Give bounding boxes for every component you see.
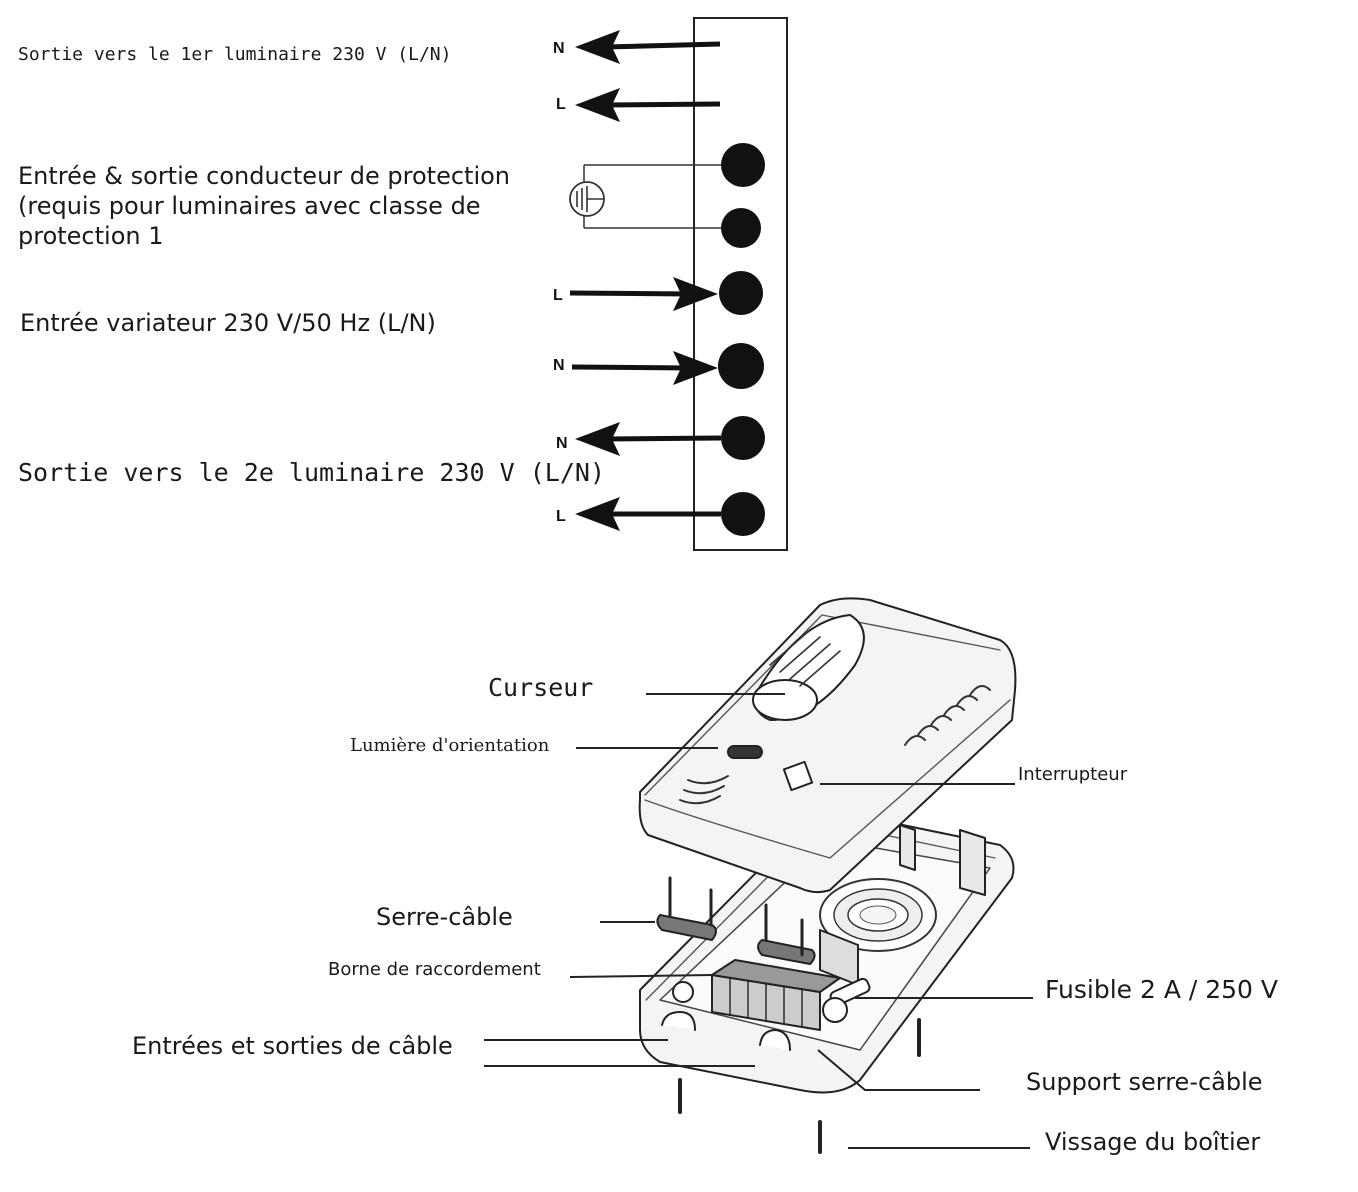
terminal-pe-2	[721, 208, 761, 248]
protection-label-line1: Entrée & sortie conducteur de protection	[18, 162, 510, 190]
leader-lines	[484, 693, 1033, 1149]
cable-clamp-label: Serre-câble	[376, 903, 513, 931]
out2-l-arrow	[575, 497, 721, 531]
out2-n-letter: N	[556, 435, 568, 452]
in-l-arrow	[569, 277, 718, 311]
protection-label-line3: protection 1	[18, 222, 164, 250]
input-label: Entrée variateur 230 V/50 Hz (L/N)	[20, 309, 436, 337]
housing-screws-label: Vissage du boîtier	[1045, 1128, 1261, 1156]
curseur-label: Curseur	[488, 673, 594, 702]
clamp-support-label: Support serre-câble	[1026, 1068, 1263, 1096]
output-1-label: Sortie vers le 1er luminaire 230 V (L/N)	[18, 44, 452, 65]
terminal-out2-l	[721, 492, 765, 536]
out1-n-letter: N	[553, 40, 565, 57]
terminal-block	[693, 17, 788, 551]
in-n-letter: N	[553, 357, 565, 374]
terminal-in-n	[718, 343, 764, 389]
out2-l-letter: L	[556, 508, 566, 525]
terminal-pe-1	[721, 143, 765, 187]
protection-label-line2: (requis pour luminaires avec classe de	[18, 192, 481, 220]
dimmer-illustration	[638, 597, 1017, 1154]
out1-n-arrow	[575, 30, 721, 64]
orientation-light-label: Lumière d'orientation	[350, 735, 550, 756]
out1-l-arrow	[575, 88, 721, 122]
ground-icon	[569, 181, 605, 217]
switch-label: Interrupteur	[1018, 764, 1128, 785]
terminal-block-label: Borne de raccordement	[328, 959, 541, 980]
in-n-arrow	[571, 351, 718, 385]
cable-entries-label: Entrées et sorties de câble	[132, 1032, 453, 1060]
fuse-label: Fusible 2 A / 250 V	[1045, 975, 1279, 1004]
earth-bracket	[583, 164, 721, 229]
in-l-letter: L	[553, 287, 563, 304]
output-2-label: Sortie vers le 2e luminaire 230 V (L/N)	[18, 458, 605, 487]
terminal-in-l	[719, 271, 763, 315]
terminal-out2-n	[721, 416, 765, 460]
out1-l-letter: L	[556, 96, 566, 113]
out2-n-arrow	[575, 422, 722, 456]
